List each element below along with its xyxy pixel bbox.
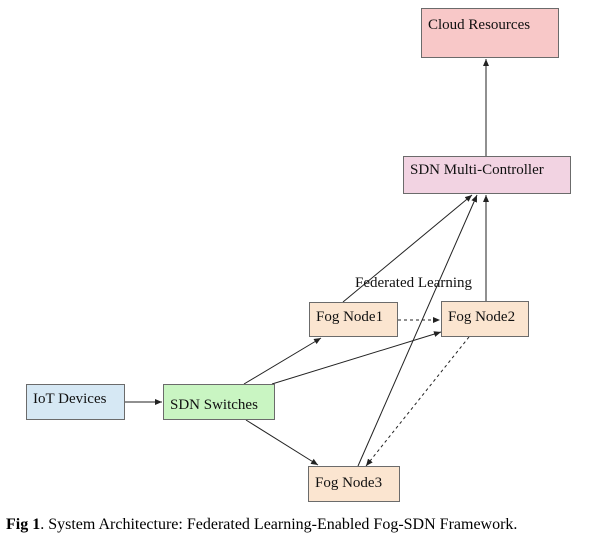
node-cloud-resources-label: Cloud Resources [428,17,531,33]
edge-fog3-to-controller [357,194,478,467]
node-fog-node2-label: Fog Node2 [448,309,516,325]
edge-switches-to-fog1 [243,337,322,385]
figure-caption-text: . System Architecture: Federated Learnin… [40,516,518,533]
node-fog-node1-label: Fog Node1 [316,309,384,325]
edge-switches-to-fog3 [245,419,319,466]
node-iot-devices-label: IoT Devices [33,391,107,407]
node-sdn-switches-label: SDN Switches [170,397,258,413]
node-fog-node2: Fog Node2 [441,301,529,337]
node-iot-devices: IoT Devices [26,384,125,420]
figure-caption: Fig 1. System Architecture: Federated Le… [6,516,606,534]
node-sdn-multi-controller-label: SDN Multi-Controller [410,162,544,178]
node-fog-node1: Fog Node1 [309,302,398,337]
node-sdn-switches: SDN Switches [163,384,275,420]
federated-learning-label: Federated Learning [355,275,473,291]
figure-caption-prefix: Fig 1 [6,516,41,533]
node-sdn-multi-controller: SDN Multi-Controller [403,156,571,194]
edge-fog2-to-fog3 [365,336,470,467]
edge-fog1-to-controller [342,194,473,303]
node-fog-node3-label: Fog Node3 [315,475,383,491]
node-fog-node3: Fog Node3 [308,466,400,502]
edge-switches-to-fog2 [271,331,442,385]
node-cloud-resources: Cloud Resources [421,8,559,58]
